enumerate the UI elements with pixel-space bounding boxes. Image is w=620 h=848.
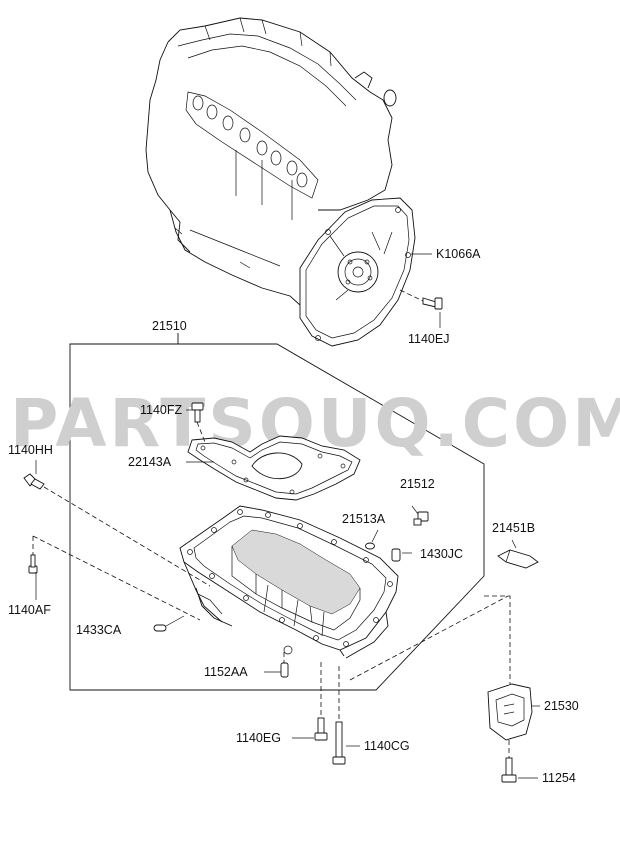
leader-lines (35, 253, 538, 779)
bell-housing (299, 197, 416, 347)
label-1152aa: 1152AA (204, 665, 248, 679)
label-1140eg: 1140EG (236, 731, 281, 745)
washer-21513a (365, 529, 379, 550)
bracket-21451b (497, 539, 539, 569)
cover-21530 (484, 595, 540, 741)
label-1140fz: 1140FZ (140, 403, 183, 417)
label-1140cg: 1140CG (364, 739, 410, 753)
label-11254: 11254 (542, 771, 576, 785)
label-21513a: 21513A (342, 512, 386, 526)
label-1140ej: 1140EJ (408, 332, 449, 346)
assembly-box (69, 333, 485, 691)
dowel-1152aa (264, 652, 289, 678)
label-21451b: 21451B (492, 521, 535, 535)
label-1140af: 1140AF (8, 603, 51, 617)
pin-1430jc (391, 548, 412, 562)
label-1430jc: 1430JC (420, 547, 463, 561)
bolt-1140eg (314, 662, 328, 741)
label-1433ca: 1433CA (76, 623, 122, 637)
label-21530: 21530 (544, 699, 579, 713)
bolt-1140af (28, 535, 201, 621)
gasket-22143a (187, 435, 361, 501)
bolt-1140ej (399, 289, 443, 310)
label-21512: 21512 (400, 477, 435, 491)
bolt-1140cg (332, 595, 509, 765)
label-21510: 21510 (152, 319, 187, 333)
oil-pan-21510 (179, 505, 399, 659)
label-1140hh: 1140HH (8, 443, 53, 457)
bolt-1140fz (191, 402, 206, 443)
bolt-11254 (501, 740, 517, 783)
drain-plug-21512 (411, 505, 429, 526)
dowel-1433ca (153, 615, 185, 632)
bolt-1140hh (23, 473, 211, 587)
label-k1066a: K1066A (436, 247, 481, 261)
label-22143a: 22143A (128, 455, 172, 469)
part-labels: 21510 K1066A 1140EJ 1140FZ 22143A 1140HH… (8, 247, 579, 785)
engine-block (145, 17, 443, 347)
intake-ports (185, 91, 319, 199)
